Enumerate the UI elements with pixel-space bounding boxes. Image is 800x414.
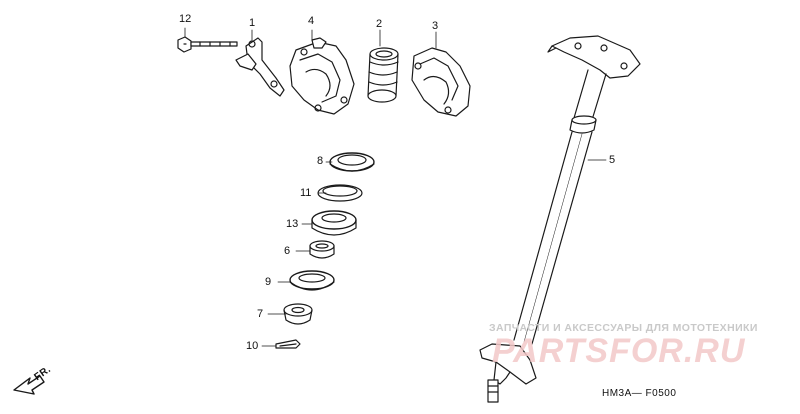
part-2-bushing <box>367 29 399 103</box>
part-11-circlip <box>317 184 363 202</box>
callout-7: 7 <box>257 308 264 320</box>
part-5-steering-shaft <box>479 35 641 403</box>
part-6-bushing <box>295 240 335 259</box>
callout-11: 11 <box>300 187 312 199</box>
callout-3: 3 <box>432 20 439 32</box>
part-9-oil-seal <box>277 270 335 291</box>
part-8-oil-seal <box>325 152 375 172</box>
callout-13: 13 <box>286 218 299 230</box>
part-10-cotter-pin <box>261 339 301 349</box>
callout-9: 9 <box>265 276 272 288</box>
callout-12: 12 <box>179 13 192 25</box>
callout-6: 6 <box>284 245 291 257</box>
part-13-bearing <box>301 210 357 236</box>
callout-10: 10 <box>246 340 259 352</box>
watermark-caption: ЗАПЧАСТИ И АКСЕССУАРЫ ДЛЯ МОТОТЕХНИКИ <box>489 322 758 334</box>
diagram-code: HM3A— F0500 <box>602 388 677 399</box>
part-1-plate <box>235 29 285 97</box>
callout-1: 1 <box>249 17 256 29</box>
part-4-holder <box>289 29 355 115</box>
part-7-collar <box>267 303 313 325</box>
part-12-bolt <box>177 27 238 53</box>
front-direction-arrow-icon <box>13 375 45 395</box>
part-3-holder <box>411 31 471 117</box>
callout-5: 5 <box>609 154 616 166</box>
callout-4: 4 <box>308 15 315 27</box>
watermark-brand: PARTSFOR.RU <box>492 332 746 370</box>
callout-8: 8 <box>317 155 324 167</box>
callout-2: 2 <box>376 18 383 30</box>
